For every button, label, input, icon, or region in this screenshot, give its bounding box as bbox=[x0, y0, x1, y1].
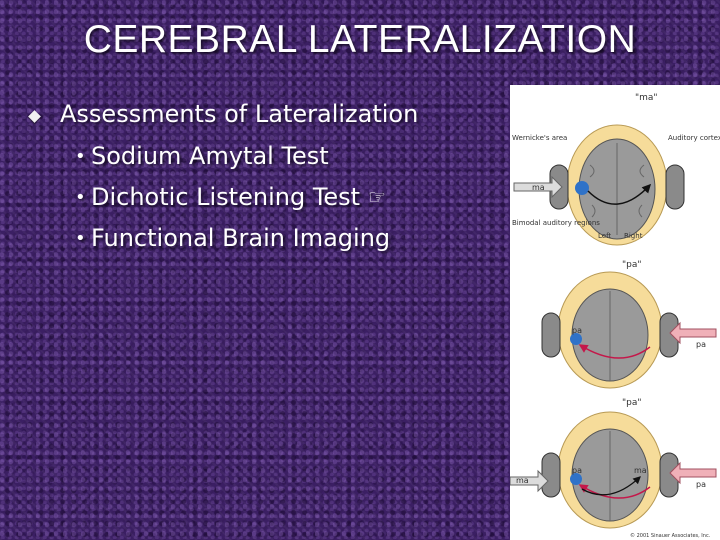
right-input-label: pa bbox=[696, 340, 706, 349]
sub-point-brain-imaging: •Functional Brain Imaging bbox=[75, 224, 390, 265]
main-point-text: Assessments of Lateralization bbox=[60, 100, 419, 128]
panel-quote-label: "pa" bbox=[622, 398, 642, 408]
left-headphone bbox=[541, 312, 561, 358]
diamond-bullet-icon bbox=[28, 110, 41, 123]
sub-point-list: •Sodium Amytal Test •Dichotic Listening … bbox=[75, 142, 390, 265]
slide-title: CEREBRAL LATERALIZATION bbox=[83, 18, 637, 61]
right-input-label: pa bbox=[696, 480, 706, 489]
panel-quote-label: "pa" bbox=[622, 260, 642, 270]
panel-pa-ma: "pa" ma pa ma pa bbox=[510, 398, 717, 529]
panel-pa: "pa" pa pa bbox=[541, 260, 717, 389]
pointing-hand-icon[interactable]: ☞ bbox=[368, 185, 387, 209]
right-input-arrow bbox=[669, 321, 717, 345]
mid-ma-label: ma bbox=[634, 466, 647, 475]
dichotic-listening-figure: "ma" ma Wernicke's area Auditory cortex … bbox=[510, 85, 720, 540]
dichotic-diagram-svg: "ma" ma Wernicke's area Auditory cortex … bbox=[510, 93, 720, 539]
sub-point-label: Sodium Amytal Test bbox=[91, 142, 329, 170]
left-auditory-spot bbox=[570, 333, 582, 345]
panel-quote-label: "ma" bbox=[635, 93, 658, 103]
right-headphone bbox=[665, 164, 685, 210]
right-hemisphere-label: Right bbox=[624, 232, 643, 240]
sub-point-label: Functional Brain Imaging bbox=[91, 224, 391, 252]
wernicke-label: Wernicke's area bbox=[512, 134, 567, 142]
auditory-cortex-label: Auditory cortex bbox=[668, 134, 720, 142]
left-hemisphere-label: Left bbox=[598, 232, 611, 240]
left-auditory-spot bbox=[570, 473, 582, 485]
sub-point-dichotic-listening: •Dichotic Listening Test ☞ bbox=[75, 183, 390, 224]
bimodal-label: Bimodal auditory regions bbox=[512, 219, 600, 227]
left-pa-label: pa bbox=[572, 466, 582, 475]
left-headphone bbox=[541, 452, 561, 498]
left-input-label: ma bbox=[532, 183, 545, 192]
left-input-label: pa bbox=[572, 326, 582, 335]
sub-bullet-icon: • bbox=[75, 228, 86, 249]
left-input-label: ma bbox=[516, 476, 529, 485]
sub-point-sodium-amytal: •Sodium Amytal Test bbox=[75, 142, 390, 183]
sub-point-label: Dichotic Listening Test bbox=[91, 183, 361, 211]
figure-copyright: © 2001 Sinauer Associates, Inc. bbox=[630, 532, 711, 539]
right-input-arrow bbox=[669, 461, 717, 485]
left-input-arrow bbox=[513, 175, 563, 199]
sub-bullet-icon: • bbox=[75, 146, 86, 167]
panel-ma: "ma" ma Wernicke's area Auditory cortex … bbox=[512, 93, 720, 246]
sub-bullet-icon: • bbox=[75, 187, 86, 208]
left-auditory-spot bbox=[575, 181, 589, 195]
left-input-arrow bbox=[510, 469, 549, 493]
